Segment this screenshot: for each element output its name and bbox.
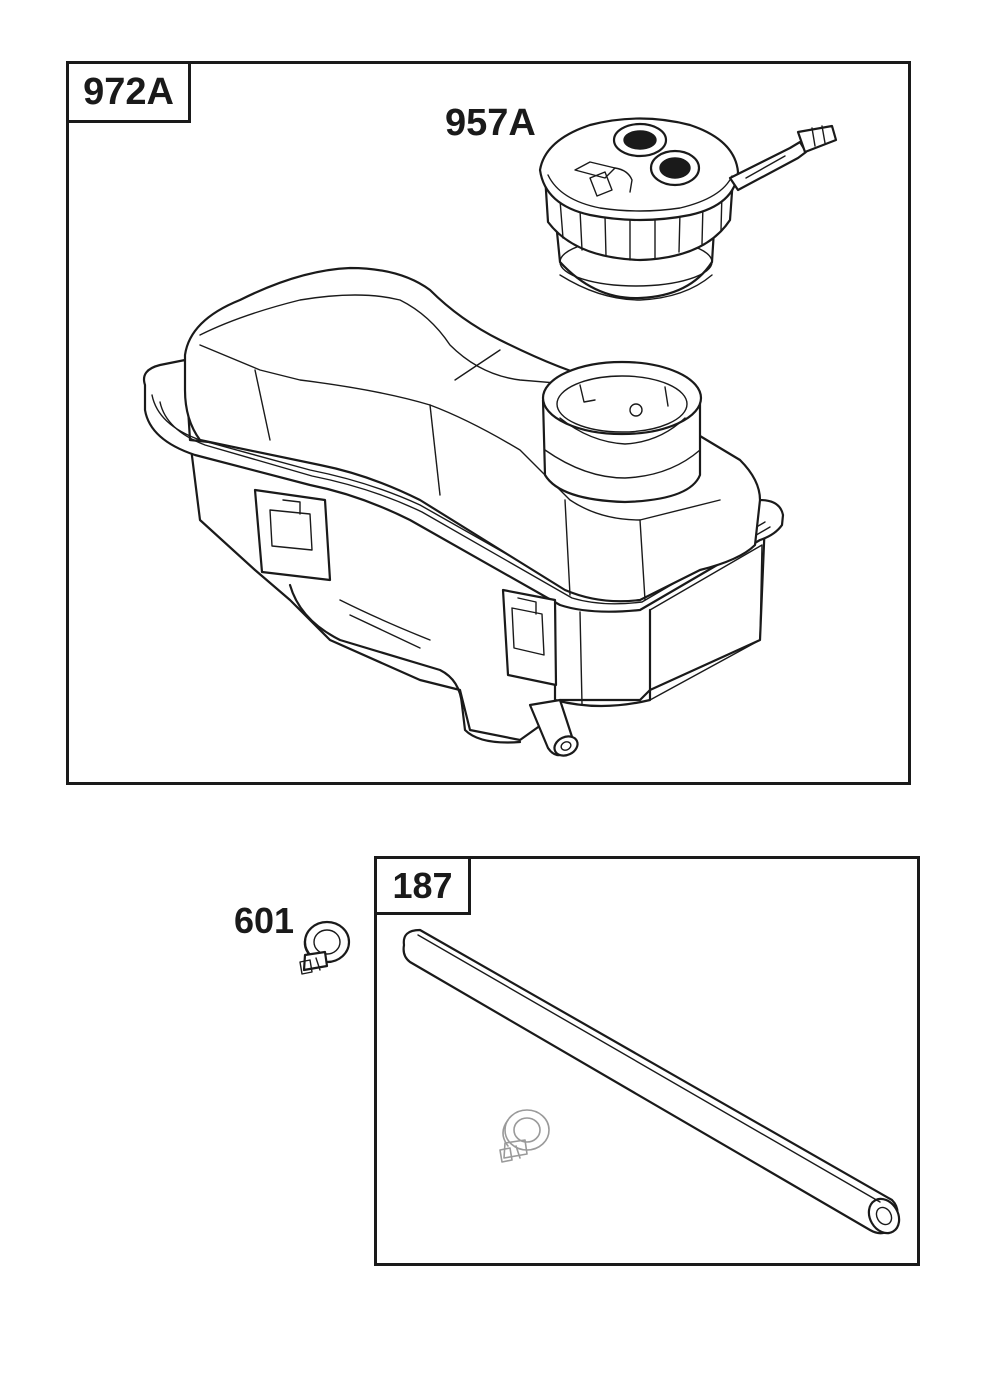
fuel-cap-drawing [538, 117, 838, 301]
fuel-line-kit-label: 187 [377, 859, 471, 915]
ghost-clamp-drawing [499, 1109, 550, 1163]
hose-clamp-callout: 601 [234, 900, 295, 941]
fuel-line-kit-panel: 187 [374, 856, 920, 1266]
fuel-tank-assembly-label: 972A [69, 64, 191, 123]
fuel-cap-callout: 957A [445, 102, 536, 144]
fuel-tank-assembly-panel: 972A [66, 61, 911, 785]
hose-clamp-drawing [299, 920, 351, 975]
fuel-hose-drawing [402, 928, 901, 1235]
fuel-tank-drawing [142, 266, 785, 757]
